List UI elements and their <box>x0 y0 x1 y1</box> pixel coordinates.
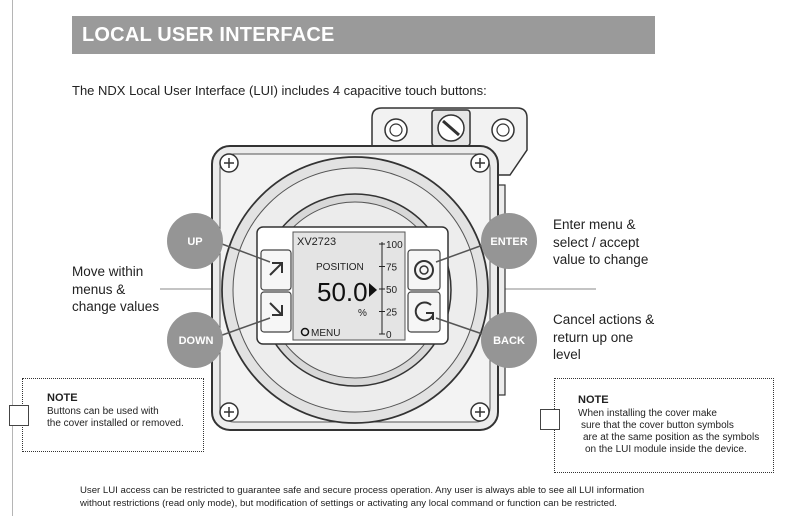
lcd-menu-label: MENU <box>311 328 340 339</box>
enter-key[interactable] <box>407 249 441 291</box>
lcd-value: 50.0 <box>317 277 368 307</box>
lcd-tag: XV2723 <box>297 236 336 248</box>
corner-screw-bottom-left <box>219 402 239 422</box>
lcd-scale: 100 75 50 25 0 <box>379 240 403 341</box>
lcd-pointer-icon <box>369 283 377 297</box>
footer-text: User LUI access can be restricted to gua… <box>80 485 645 509</box>
down-key[interactable] <box>260 291 292 333</box>
left-leader-line <box>160 288 215 290</box>
lcd-scale-label: 50 <box>386 285 398 296</box>
enter-button[interactable] <box>481 213 537 269</box>
down-button[interactable] <box>167 312 223 368</box>
lcd-scale-label: 25 <box>386 308 398 319</box>
cancel-actions-label: Cancel actions & return up one level <box>553 312 655 362</box>
up-button[interactable] <box>167 213 223 269</box>
lcd-scale-label: 100 <box>386 240 403 251</box>
right-leader-line <box>498 288 596 290</box>
enter-menu-label: Enter menu & select / accept value to ch… <box>553 217 649 267</box>
lcd-screen <box>292 231 406 341</box>
up-button-label: UP <box>187 236 202 248</box>
down-leader <box>213 317 271 339</box>
up-leader <box>213 240 271 263</box>
note-left: NOTE Buttons can be used with the cover … <box>9 378 204 452</box>
lcd-unit: % <box>358 308 367 319</box>
section-header: LOCAL USER INTERFACE <box>72 16 655 54</box>
note-right-body: When installing the cover make sure that… <box>578 408 760 455</box>
lcd-scale-label: 75 <box>386 263 398 274</box>
back-button-label: BACK <box>493 335 525 347</box>
back-key[interactable] <box>407 291 441 333</box>
left-margin-rule <box>12 0 13 516</box>
note-left-title: NOTE <box>47 392 78 404</box>
down-arrow-icon <box>269 302 283 316</box>
note-left-body: Buttons can be used with the cover insta… <box>47 406 184 429</box>
back-return-icon <box>414 301 434 322</box>
down-button-label: DOWN <box>179 335 214 347</box>
note-right-checkbox <box>540 409 560 430</box>
enter-circle-icon <box>414 260 434 280</box>
enter-button-label: ENTER <box>490 236 527 248</box>
back-button[interactable] <box>481 312 537 368</box>
note-right: NOTE When installing the cover make sure… <box>540 378 774 473</box>
intro-text: The NDX Local User Interface (LUI) inclu… <box>72 83 487 98</box>
note-left-checkbox <box>9 405 29 426</box>
section-title: LOCAL USER INTERFACE <box>82 24 335 46</box>
corner-screw-top-left <box>219 153 239 173</box>
move-within-label: Move within menus & change values <box>72 264 160 314</box>
up-arrow-icon <box>269 262 283 276</box>
lcd-scale-label: 0 <box>386 330 392 341</box>
corner-screw-bottom-right <box>470 402 490 422</box>
note-right-title: NOTE <box>578 394 609 406</box>
lcd-menu-icon <box>300 327 310 337</box>
corner-screw-top-right <box>470 153 490 173</box>
lcd-position-label: POSITION <box>316 262 364 273</box>
